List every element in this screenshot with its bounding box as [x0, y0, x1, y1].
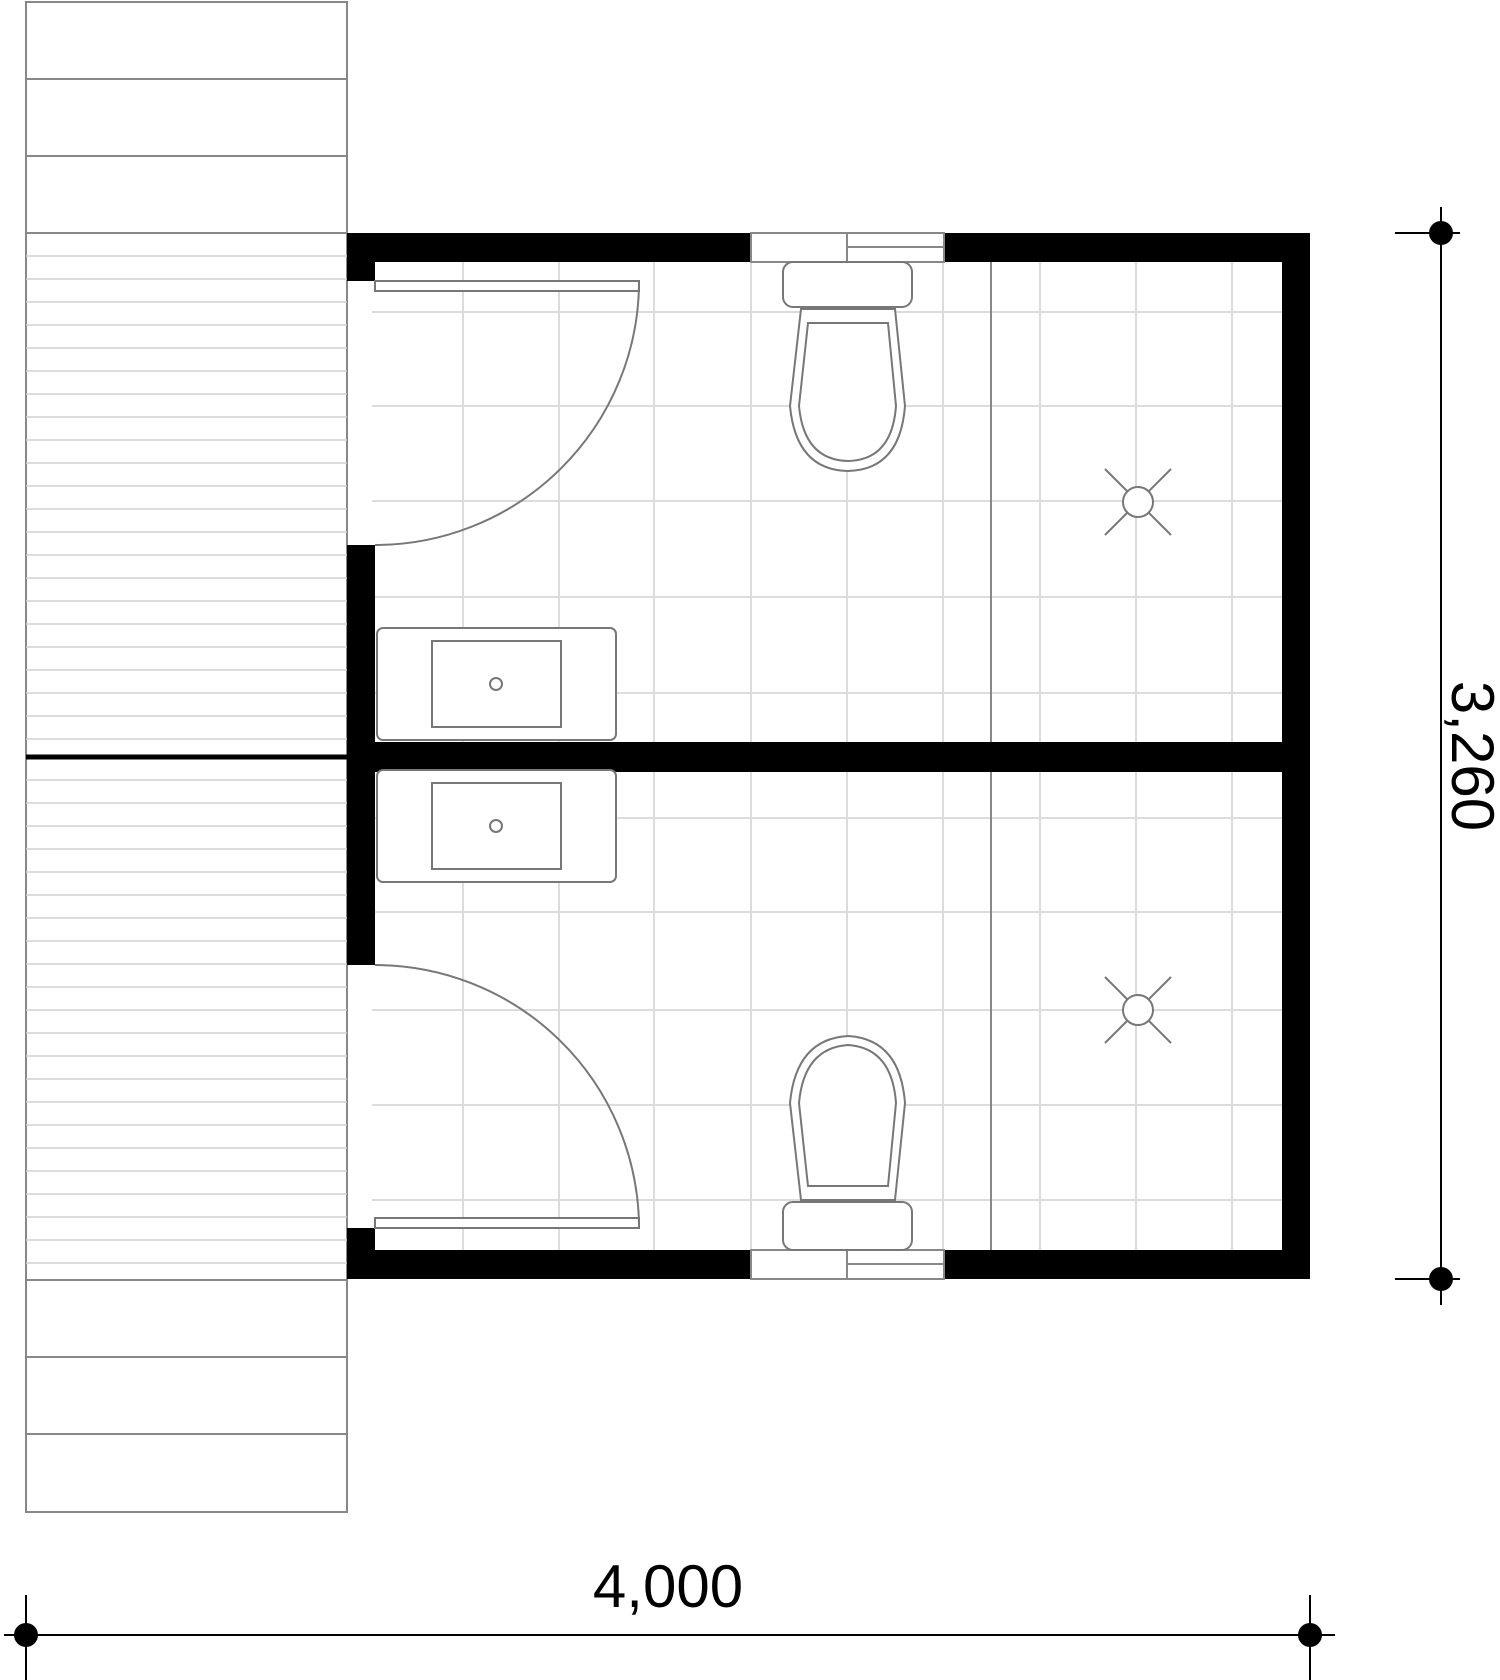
door-lower	[374, 964, 640, 1229]
shower-drain-lower	[1104, 976, 1172, 1044]
width-dimension	[4, 1595, 1335, 1680]
toilet-upper	[782, 261, 913, 473]
height-dimension	[1395, 207, 1460, 1305]
width-label: 4,000	[593, 1553, 743, 1620]
sink-upper	[376, 627, 617, 741]
walls	[347, 233, 1310, 1279]
sink-lower	[376, 769, 617, 883]
deck-slats	[26, 255, 347, 1264]
shower-drain-upper	[1104, 468, 1172, 536]
window-upper	[750, 232, 945, 263]
height-label: 3,260	[1439, 681, 1500, 831]
window-lower	[750, 1249, 945, 1280]
toilet-lower	[782, 1034, 913, 1251]
door-upper	[374, 280, 640, 546]
